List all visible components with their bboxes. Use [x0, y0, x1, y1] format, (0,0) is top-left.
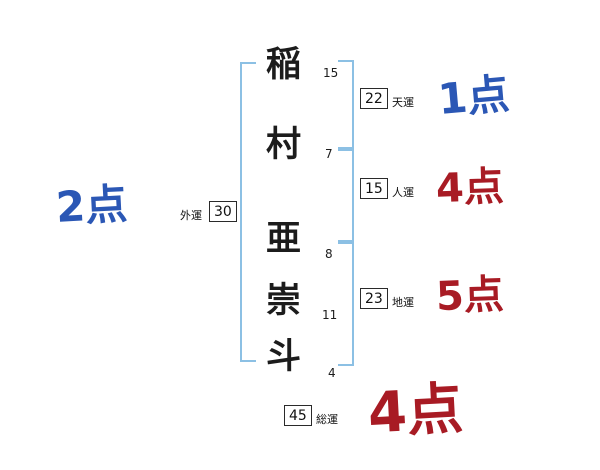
stroke-count-1: 15	[323, 66, 339, 80]
stroke-count-5: 4	[328, 366, 336, 380]
name-char-3: 亜	[266, 219, 302, 259]
total-luck-value-box: 45	[284, 405, 312, 426]
total-luck-score: 4点	[366, 376, 465, 447]
name-char-2: 村	[266, 125, 302, 165]
heaven-luck-score: 1点	[435, 68, 512, 125]
person-luck-score: 4点	[435, 163, 505, 213]
earth-luck-label: 地運	[392, 296, 414, 309]
stroke-count-4: 11	[322, 308, 338, 322]
stroke-count-2: 7	[325, 147, 333, 161]
person-luck-value-box: 15	[360, 178, 388, 199]
name-char-5: 斗	[266, 337, 302, 377]
total-luck-label: 総運	[316, 413, 338, 426]
outer-luck-label: 外運	[180, 209, 202, 222]
earth-luck-bracket	[338, 242, 354, 366]
outer-luck-value-box: 30	[209, 201, 237, 222]
earth-luck-score: 5点	[435, 271, 505, 321]
person-luck-label: 人運	[392, 186, 414, 199]
person-luck-bracket	[338, 149, 354, 242]
heaven-luck-bracket	[338, 60, 354, 149]
heaven-luck-label: 天運	[392, 96, 414, 109]
name-char-4: 崇	[266, 281, 302, 321]
stroke-count-3: 8	[325, 247, 333, 261]
name-char-1: 稲	[266, 45, 302, 85]
outer-luck-score: 2点	[54, 179, 129, 232]
earth-luck-value-box: 23	[360, 288, 388, 309]
heaven-luck-value-box: 22	[360, 88, 388, 109]
outer-luck-bracket	[240, 62, 256, 362]
